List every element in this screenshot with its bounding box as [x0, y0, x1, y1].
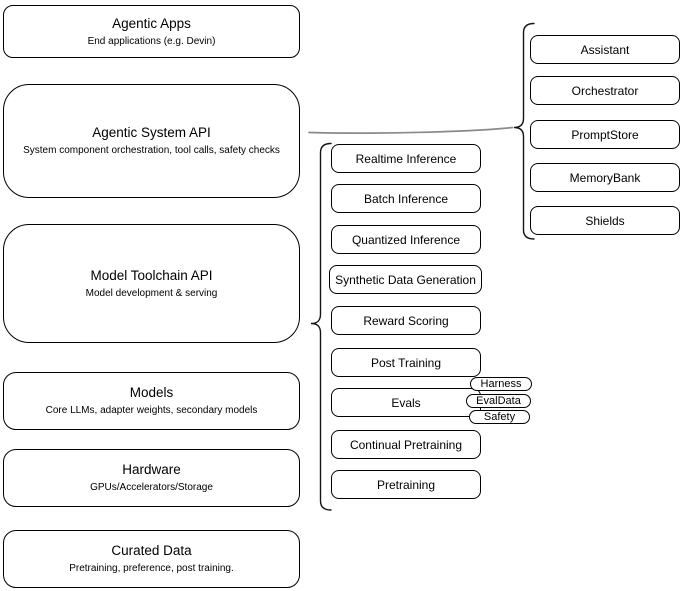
toolchain-brace [310, 142, 332, 511]
node-subtitle: Core LLMs, adapter weights, secondary mo… [45, 405, 258, 416]
node-realtime-inference: Realtime Inference [331, 144, 481, 173]
pill-harness: Harness [470, 377, 532, 391]
node-post-training: Post Training [331, 348, 481, 377]
pill-safety: Safety [469, 410, 530, 424]
node-subtitle: Model development & serving [85, 287, 218, 299]
api-connector-line [308, 126, 514, 134]
node-curated-data: Curated Data Pretraining, preference, po… [3, 530, 300, 588]
node-title: Agentic System API [92, 125, 211, 140]
node-synthetic-data-generation: Synthetic Data Generation [329, 265, 482, 294]
node-title: Model Toolchain API [90, 267, 213, 283]
node-subtitle: System component orchestration, tool cal… [23, 145, 280, 156]
node-quantized-inference: Quantized Inference [331, 225, 481, 254]
node-hardware: Hardware GPUs/Accelerators/Storage [3, 449, 300, 507]
node-promptstore: PromptStore [530, 120, 680, 149]
node-agentic-system-api: Agentic System API System component orch… [3, 84, 300, 198]
node-assistant: Assistant [530, 35, 680, 64]
node-title: Curated Data [111, 543, 192, 558]
node-orchestrator: Orchestrator [530, 76, 680, 105]
node-shields: Shields [530, 206, 680, 235]
pill-evaldata: EvalData [466, 394, 531, 408]
node-subtitle: GPUs/Accelerators/Storage [90, 482, 213, 493]
node-agentic-apps: Agentic Apps End applications (e.g. Devi… [3, 5, 300, 58]
node-title: Agentic Apps [112, 15, 191, 31]
node-title: Models [129, 385, 174, 400]
node-reward-scoring: Reward Scoring [331, 306, 481, 335]
node-batch-inference: Batch Inference [331, 184, 481, 213]
node-subtitle: Pretraining, preference, post training. [69, 563, 234, 574]
node-title: Hardware [122, 462, 181, 477]
node-subtitle: End applications (e.g. Devin) [87, 35, 216, 47]
node-model-toolchain-api: Model Toolchain API Model development & … [3, 224, 300, 343]
node-continual-pretraining: Continual Pretraining [331, 430, 481, 459]
node-pretraining: Pretraining [331, 470, 481, 499]
node-memorybank: MemoryBank [530, 163, 680, 192]
node-models: Models Core LLMs, adapter weights, secon… [3, 372, 300, 430]
node-evals: Evals [331, 388, 481, 417]
